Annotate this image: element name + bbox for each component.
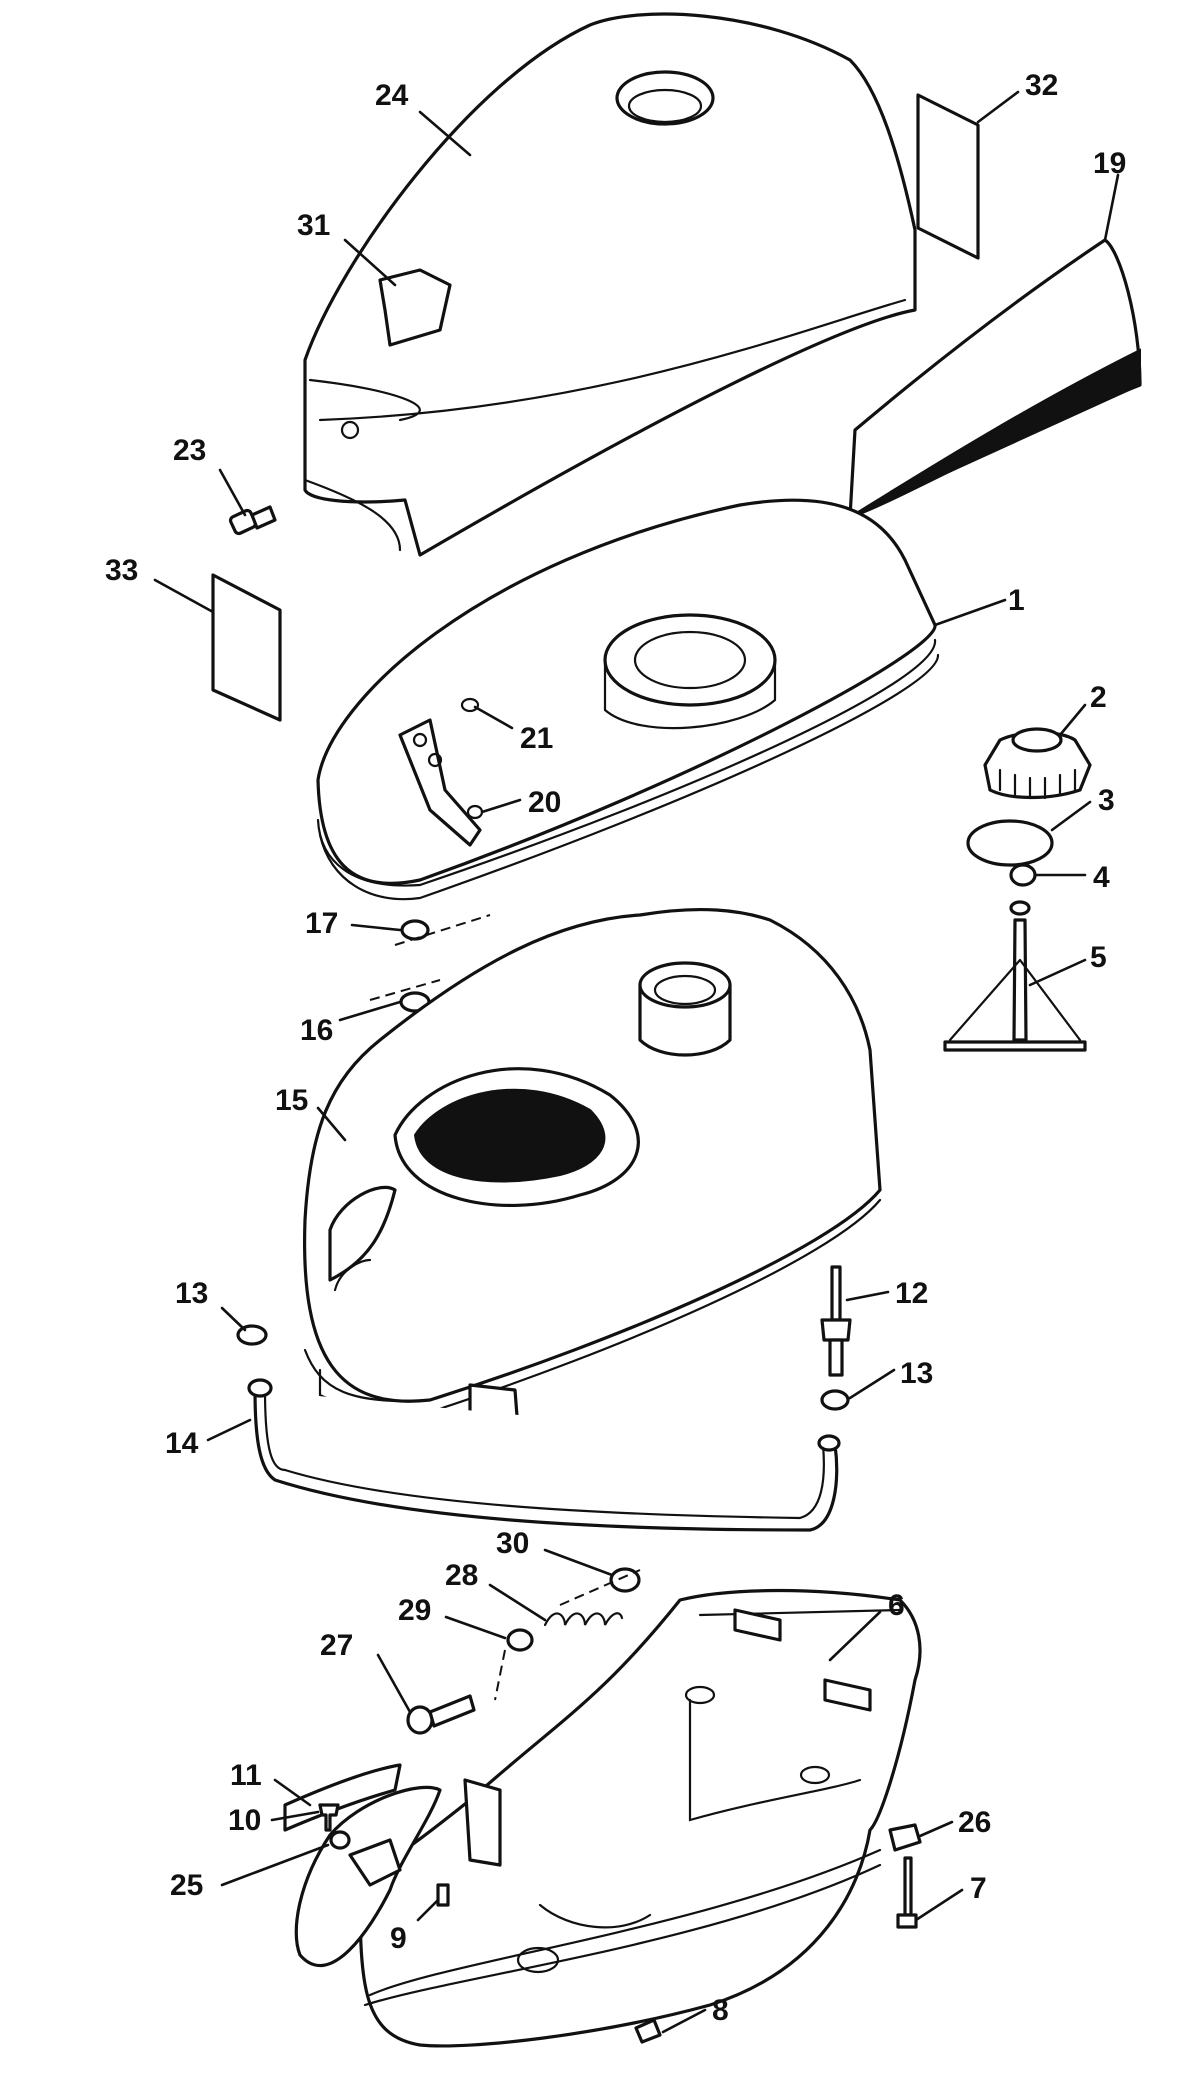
assembly-line bbox=[369, 914, 491, 1001]
callout-29: 29 bbox=[398, 1594, 431, 1627]
callout-30: 30 bbox=[496, 1527, 529, 1560]
part-30-nut bbox=[609, 1567, 641, 1593]
part-17-nut bbox=[400, 919, 430, 941]
leader-lines bbox=[153, 90, 1120, 2034]
callout-9: 9 bbox=[390, 1922, 407, 1955]
part-27-bolt bbox=[406, 1694, 476, 1735]
part-32-decal bbox=[916, 93, 980, 260]
part-33-decal bbox=[211, 573, 282, 722]
callout-12: 12 bbox=[895, 1277, 928, 1310]
callout-21: 21 bbox=[520, 722, 553, 755]
callout-31: 31 bbox=[297, 209, 330, 242]
callout-3: 3 bbox=[1098, 784, 1115, 817]
part-7-screw-head bbox=[896, 1913, 918, 1929]
part-9-pin bbox=[436, 1883, 450, 1907]
callout-24: 24 bbox=[375, 79, 409, 112]
part-24-upper-cover bbox=[303, 12, 917, 557]
callout-10: 10 bbox=[228, 1804, 261, 1837]
callout-4: 4 bbox=[1093, 861, 1110, 894]
callout-1: 1 bbox=[1008, 584, 1025, 617]
part-8-clip bbox=[634, 2018, 662, 2044]
part-25-washer bbox=[329, 1830, 351, 1850]
callout-32: 32 bbox=[1025, 69, 1058, 102]
callout-26: 26 bbox=[958, 1806, 991, 1839]
part-2-filler-cap bbox=[983, 727, 1092, 800]
part-21-washer bbox=[460, 697, 480, 713]
callout-17: 17 bbox=[305, 907, 338, 940]
callout-8: 8 bbox=[712, 1994, 729, 2027]
callout-28: 28 bbox=[445, 1559, 478, 1592]
callout-33: 33 bbox=[105, 554, 138, 587]
callout-7: 7 bbox=[970, 1872, 987, 1905]
callout-23: 23 bbox=[173, 434, 206, 467]
callout-13-left: 13 bbox=[175, 1277, 208, 1310]
part-13-clip-right bbox=[820, 1389, 850, 1411]
part-6-lower-cover bbox=[294, 1588, 922, 2048]
part-4-o-ring bbox=[1009, 863, 1037, 887]
part-28-spring bbox=[543, 1612, 624, 1627]
callout-20: 20 bbox=[528, 786, 561, 819]
callout-16: 16 bbox=[300, 1014, 333, 1047]
part-1-silencer-cover bbox=[316, 498, 940, 901]
callout-25: 25 bbox=[170, 1869, 203, 1902]
part-12-stud bbox=[820, 1265, 852, 1377]
part-15-motor-shroud bbox=[302, 907, 882, 1465]
part-5-fuel-filter bbox=[943, 900, 1087, 1052]
callout-2: 2 bbox=[1090, 681, 1107, 714]
callout-5: 5 bbox=[1090, 941, 1107, 974]
callout-labels: 24 31 32 19 23 33 1 21 20 2 3 4 5 17 16 … bbox=[105, 69, 1126, 2027]
part-7-screw bbox=[903, 1856, 913, 1917]
callout-15: 15 bbox=[275, 1084, 308, 1117]
callout-19: 19 bbox=[1093, 147, 1126, 180]
part-10-screw bbox=[318, 1803, 340, 1832]
assembly-line-lower bbox=[494, 1569, 641, 1701]
callout-6: 6 bbox=[888, 1589, 905, 1622]
part-3-gasket bbox=[966, 819, 1054, 867]
part-26-knob bbox=[888, 1823, 922, 1852]
callout-14: 14 bbox=[165, 1427, 199, 1460]
part-14-seal bbox=[247, 1378, 841, 1532]
callout-13-right: 13 bbox=[900, 1357, 933, 1390]
part-29-washer bbox=[506, 1628, 534, 1652]
part-23-screw bbox=[228, 505, 277, 536]
callout-11: 11 bbox=[230, 1759, 262, 1792]
callout-27: 27 bbox=[320, 1629, 353, 1662]
